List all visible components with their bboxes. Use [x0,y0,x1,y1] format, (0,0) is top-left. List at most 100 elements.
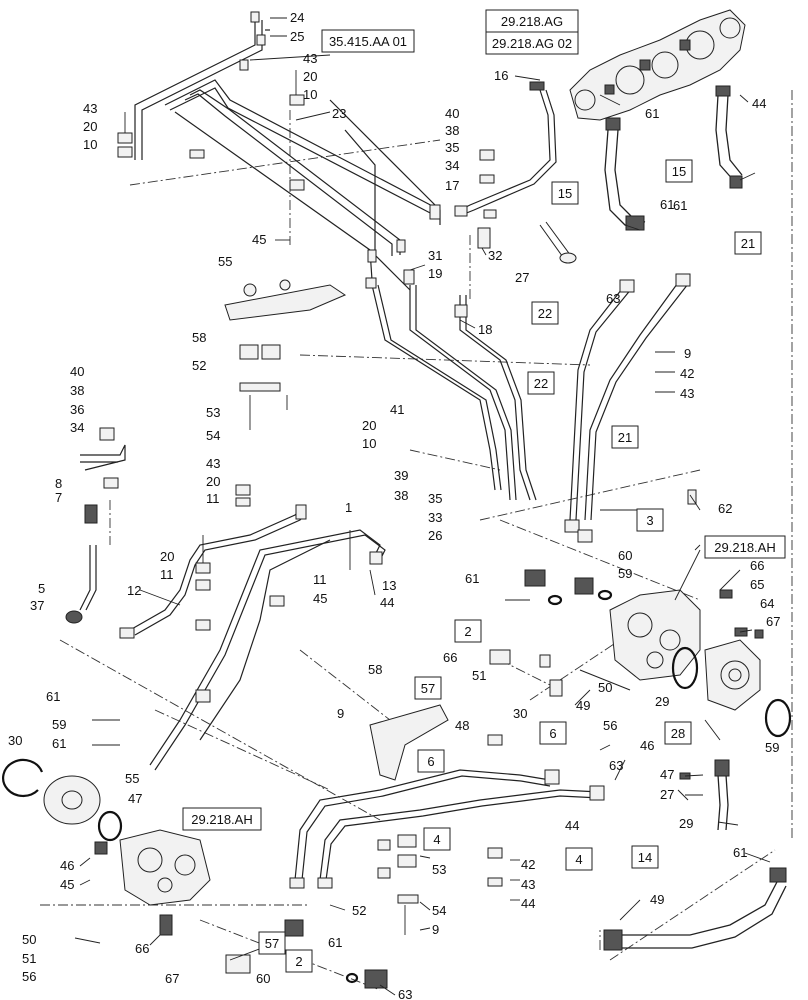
callout: 20 [83,119,97,134]
callout: 9 [684,346,691,361]
callout: 23 [332,106,346,121]
callout: 8 [55,476,62,491]
boxed-callout: 4 [433,832,440,847]
leader-lines [79,17,771,996]
callout: 38 [445,123,459,138]
tube-17 [454,81,557,249]
callout: 59 [618,566,632,581]
bracket-58 [224,279,347,430]
tube-21-22 [564,273,691,543]
callout: 13 [382,578,396,593]
callout: 38 [394,488,408,503]
callout: 31 [428,248,442,263]
ref-pump: 29.218.AG [501,14,563,29]
callout: 20 [362,418,376,433]
callout: 48 [455,718,469,733]
callout: 58 [192,330,206,345]
callout: 54 [432,903,446,918]
callout: 50 [22,932,36,947]
fittings-lower [74,914,388,989]
callout: 10 [303,87,317,102]
callout: 61 [465,571,479,586]
bracket-58-lower [369,704,503,935]
tube-18-19 [365,269,537,501]
callout: 59 [52,717,66,732]
callout: 11 [313,572,327,587]
ref-motor-right: 29.218.AH [714,540,775,555]
clamp-top-left [117,70,497,219]
callout: 50 [598,680,612,695]
callout: 9 [432,922,439,937]
callout: 27 [515,270,529,285]
boxed-callout: 22 [538,306,552,321]
tube-set-top [134,11,441,291]
callout: 60 [618,548,632,563]
callout: 63 [398,987,412,1000]
callout: 34 [445,158,459,173]
callout: 40 [445,106,459,121]
callout: 42 [680,366,694,381]
callout: 9 [337,706,344,721]
callout: 61 [52,736,66,751]
callout: 17 [445,178,459,193]
callout: 26 [428,528,442,543]
callout: 56 [22,969,36,984]
boxed-callout: 15 [558,186,572,201]
boxed-callout: 28 [671,726,685,741]
callout: 66 [135,941,149,956]
callout: 46 [640,738,654,753]
callout-numbers: 24 25 43 20 10 23 43 20 10 16 44 40 38 3… [8,10,780,1000]
callout: 1 [345,500,352,515]
boxed-callout: 3 [646,513,653,528]
motor-right [609,589,761,711]
motor-lower-left [94,829,211,906]
hose-27-lower [714,759,730,831]
callout: 25 [290,29,304,44]
callout: 65 [750,577,764,592]
callout: 33 [428,510,442,525]
callout: 58 [368,662,382,677]
callout: 61 [645,106,659,121]
ref-motor-left: 29.218.AH [191,812,252,827]
center-lines [40,19,793,991]
callout: 66 [443,650,457,665]
boxed-callout: 15 [672,164,686,179]
callout: 27 [660,787,674,802]
fitting-left [65,427,126,624]
callout: 41 [390,402,404,417]
callout: 24 [290,10,304,25]
callout: 11 [160,567,174,582]
callout: 62 [718,501,732,516]
callout: 37 [30,598,44,613]
callout: 67 [165,971,179,986]
callout: 51 [472,668,486,683]
boxed-callout: 2 [295,954,302,969]
callout: 56 [603,718,617,733]
callout: 52 [352,903,366,918]
ref-35-415: 35.415.AA 01 [329,34,407,49]
callout: 43 [521,877,535,892]
callout: 66 [750,558,764,573]
callout: 10 [362,436,376,451]
callout: 53 [206,405,220,420]
callout: 36 [70,402,84,417]
callout: 12 [127,583,141,598]
callout: 59 [765,740,779,755]
callout: 44 [380,595,394,610]
callout: 44 [752,96,766,111]
clamps-center [195,484,285,703]
hose-14 [603,867,787,951]
ref-pump-02: 29.218.AG 02 [492,36,572,51]
tube-1-12 [119,504,386,771]
callout: 64 [760,596,774,611]
callout: 40 [70,364,84,379]
hose-27-upper [539,221,577,264]
callout: 61 [733,845,747,860]
callout: 61 [673,198,687,213]
boxed-callout: 2 [464,624,471,639]
callout: 29 [655,694,669,709]
callout: 47 [660,767,674,782]
callout: 35 [428,491,442,506]
callout: 46 [60,858,74,873]
callout: 54 [206,428,220,443]
